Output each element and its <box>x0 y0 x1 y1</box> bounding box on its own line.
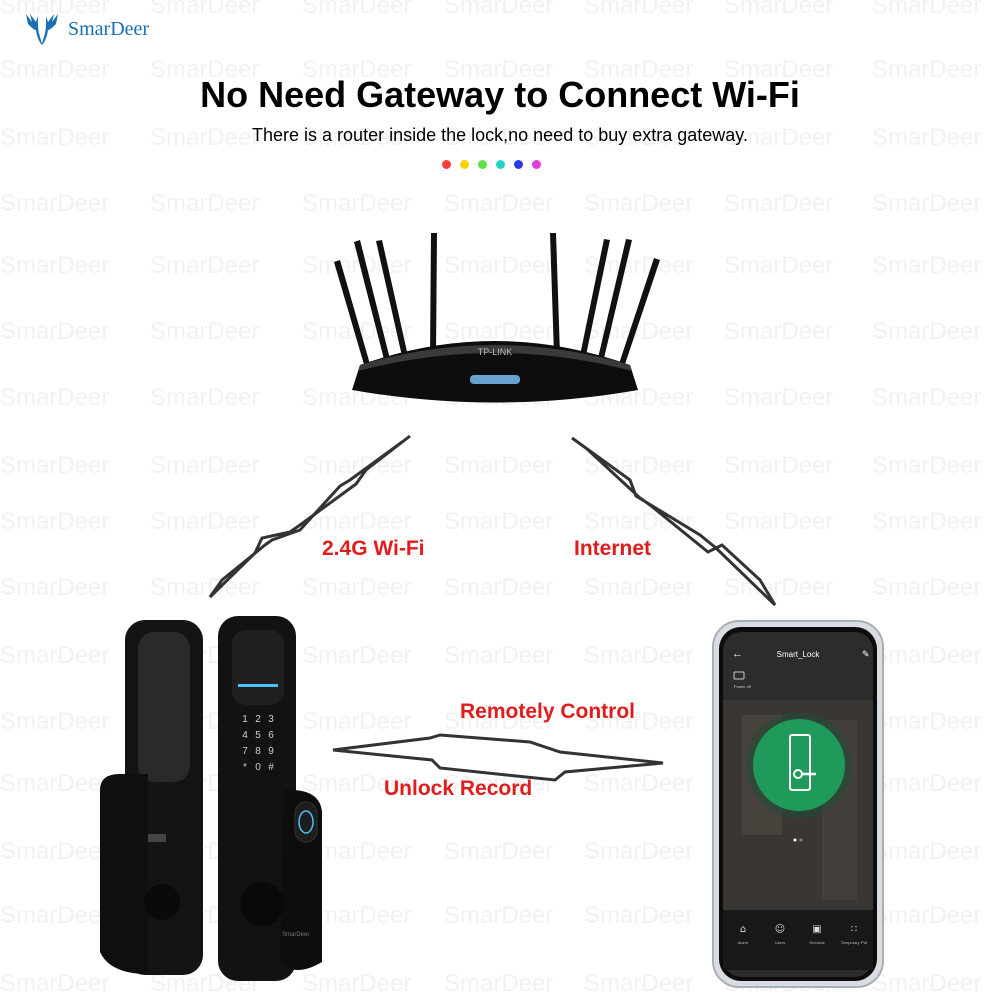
router-image: TP-LINK <box>334 233 660 403</box>
door-lock-icon <box>789 734 811 791</box>
router-brand-text: TP-LINK <box>478 347 513 357</box>
decor-dot <box>442 160 451 169</box>
keypad-key: 9 <box>268 746 274 757</box>
back-arrow-icon[interactable]: ← <box>732 648 743 660</box>
decor-dot <box>496 160 505 169</box>
lock-maker-text: SmarDeer <box>282 932 309 938</box>
users-icon[interactable]: ☺ <box>775 924 785 935</box>
keypad-key: 2 <box>255 714 261 725</box>
app-title: Smart_Lock <box>777 650 821 659</box>
keypad-key: 3 <box>268 714 274 725</box>
internet-link-arrow <box>571 436 777 607</box>
keypad-key: 6 <box>268 730 274 741</box>
keypad-key: 0 <box>255 762 261 773</box>
unlock-record-label: Unlock Record <box>384 777 533 800</box>
brand-name: SmarDeer <box>68 17 150 40</box>
fingerprint-icon <box>298 810 314 834</box>
wifi-label: 2.4G Wi-Fi <box>322 537 425 560</box>
keypad-key: 7 <box>242 746 248 757</box>
status-label: Power off <box>734 684 752 689</box>
remote-control-label: Remotely Control <box>460 700 636 723</box>
page-subtitle: There is a router inside the lock,no nee… <box>252 125 748 145</box>
keypad-key: # <box>268 762 274 773</box>
nav-label[interactable]: Records <box>810 940 825 945</box>
battery-icon <box>733 671 745 680</box>
remote-link-arrow <box>332 733 664 782</box>
phone-image: ← Smart_Lock ✎ Power off ⌂ Alarm ☺ Users ▣ Re… <box>712 620 884 988</box>
decor-dot <box>478 160 487 169</box>
phone-bottom-nav: ⌂ Alarm ☺ Users ▣ Records ∷ Temporary PW <box>738 924 868 945</box>
nav-label[interactable]: Alarm <box>738 940 749 945</box>
internet-label: Internet <box>574 537 652 560</box>
keypad-key: 5 <box>255 730 261 741</box>
router-antennas <box>334 233 660 385</box>
nav-label[interactable]: Temporary PW <box>841 940 868 945</box>
keypad-key: 8 <box>255 746 261 757</box>
keypad-key: * <box>243 762 247 773</box>
decor-dots <box>442 160 541 169</box>
wifi-link-arrow <box>208 434 411 599</box>
nav-label[interactable]: Users <box>775 940 785 945</box>
decor-dot <box>514 160 523 169</box>
calendar-icon[interactable]: ▣ <box>812 924 821 935</box>
unlock-button[interactable] <box>753 719 845 811</box>
router-indicator <box>470 375 520 384</box>
bell-icon[interactable]: ⌂ <box>740 924 746 935</box>
decor-dot <box>460 160 469 169</box>
deer-head-icon <box>26 14 58 45</box>
decor-dot <box>532 160 541 169</box>
keypad-key: 4 <box>242 730 248 741</box>
page-title: No Need Gateway to Connect Wi-Fi <box>200 74 800 115</box>
grid-icon[interactable]: ∷ <box>851 924 857 935</box>
edit-icon[interactable]: ✎ <box>862 649 870 659</box>
brand-logo: SmarDeer <box>22 12 149 46</box>
keypad-key: 1 <box>242 714 248 725</box>
